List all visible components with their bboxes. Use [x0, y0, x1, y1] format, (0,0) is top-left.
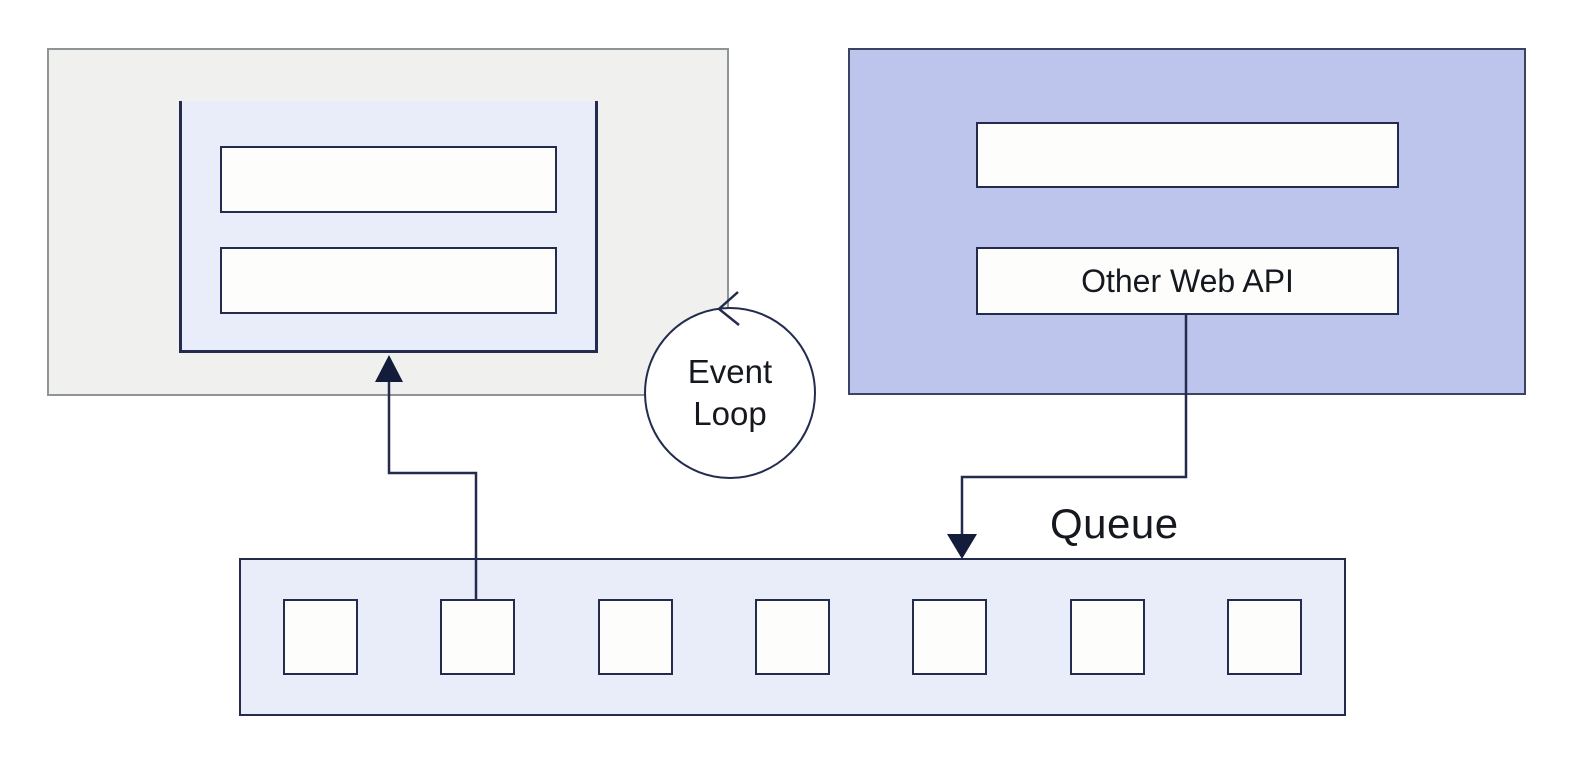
- queue-slot: [1069, 599, 1145, 675]
- web-api-row-empty: [976, 122, 1399, 188]
- queue-bar: [239, 558, 1346, 716]
- stack-frame: [220, 146, 557, 213]
- event-loop-label: Event Loop: [687, 353, 773, 432]
- queue-slot: [754, 599, 830, 675]
- queue-slot: [440, 599, 516, 675]
- stack-container: [179, 101, 598, 353]
- other-web-api-box: Other Web API: [976, 247, 1399, 315]
- queue-slot: [283, 599, 358, 675]
- queue-slot: [1226, 599, 1302, 675]
- queue-slot: [912, 599, 988, 675]
- queue-label: Queue: [1050, 500, 1179, 547]
- queue-slot: [597, 599, 673, 675]
- stack-frame: [220, 247, 557, 314]
- left-gray-panel: [47, 48, 729, 396]
- event-loop-circle: Event Loop: [644, 307, 816, 479]
- arrow-webapi-to-queue-head-icon: [947, 534, 977, 559]
- web-api-panel: Other Web API: [848, 48, 1526, 395]
